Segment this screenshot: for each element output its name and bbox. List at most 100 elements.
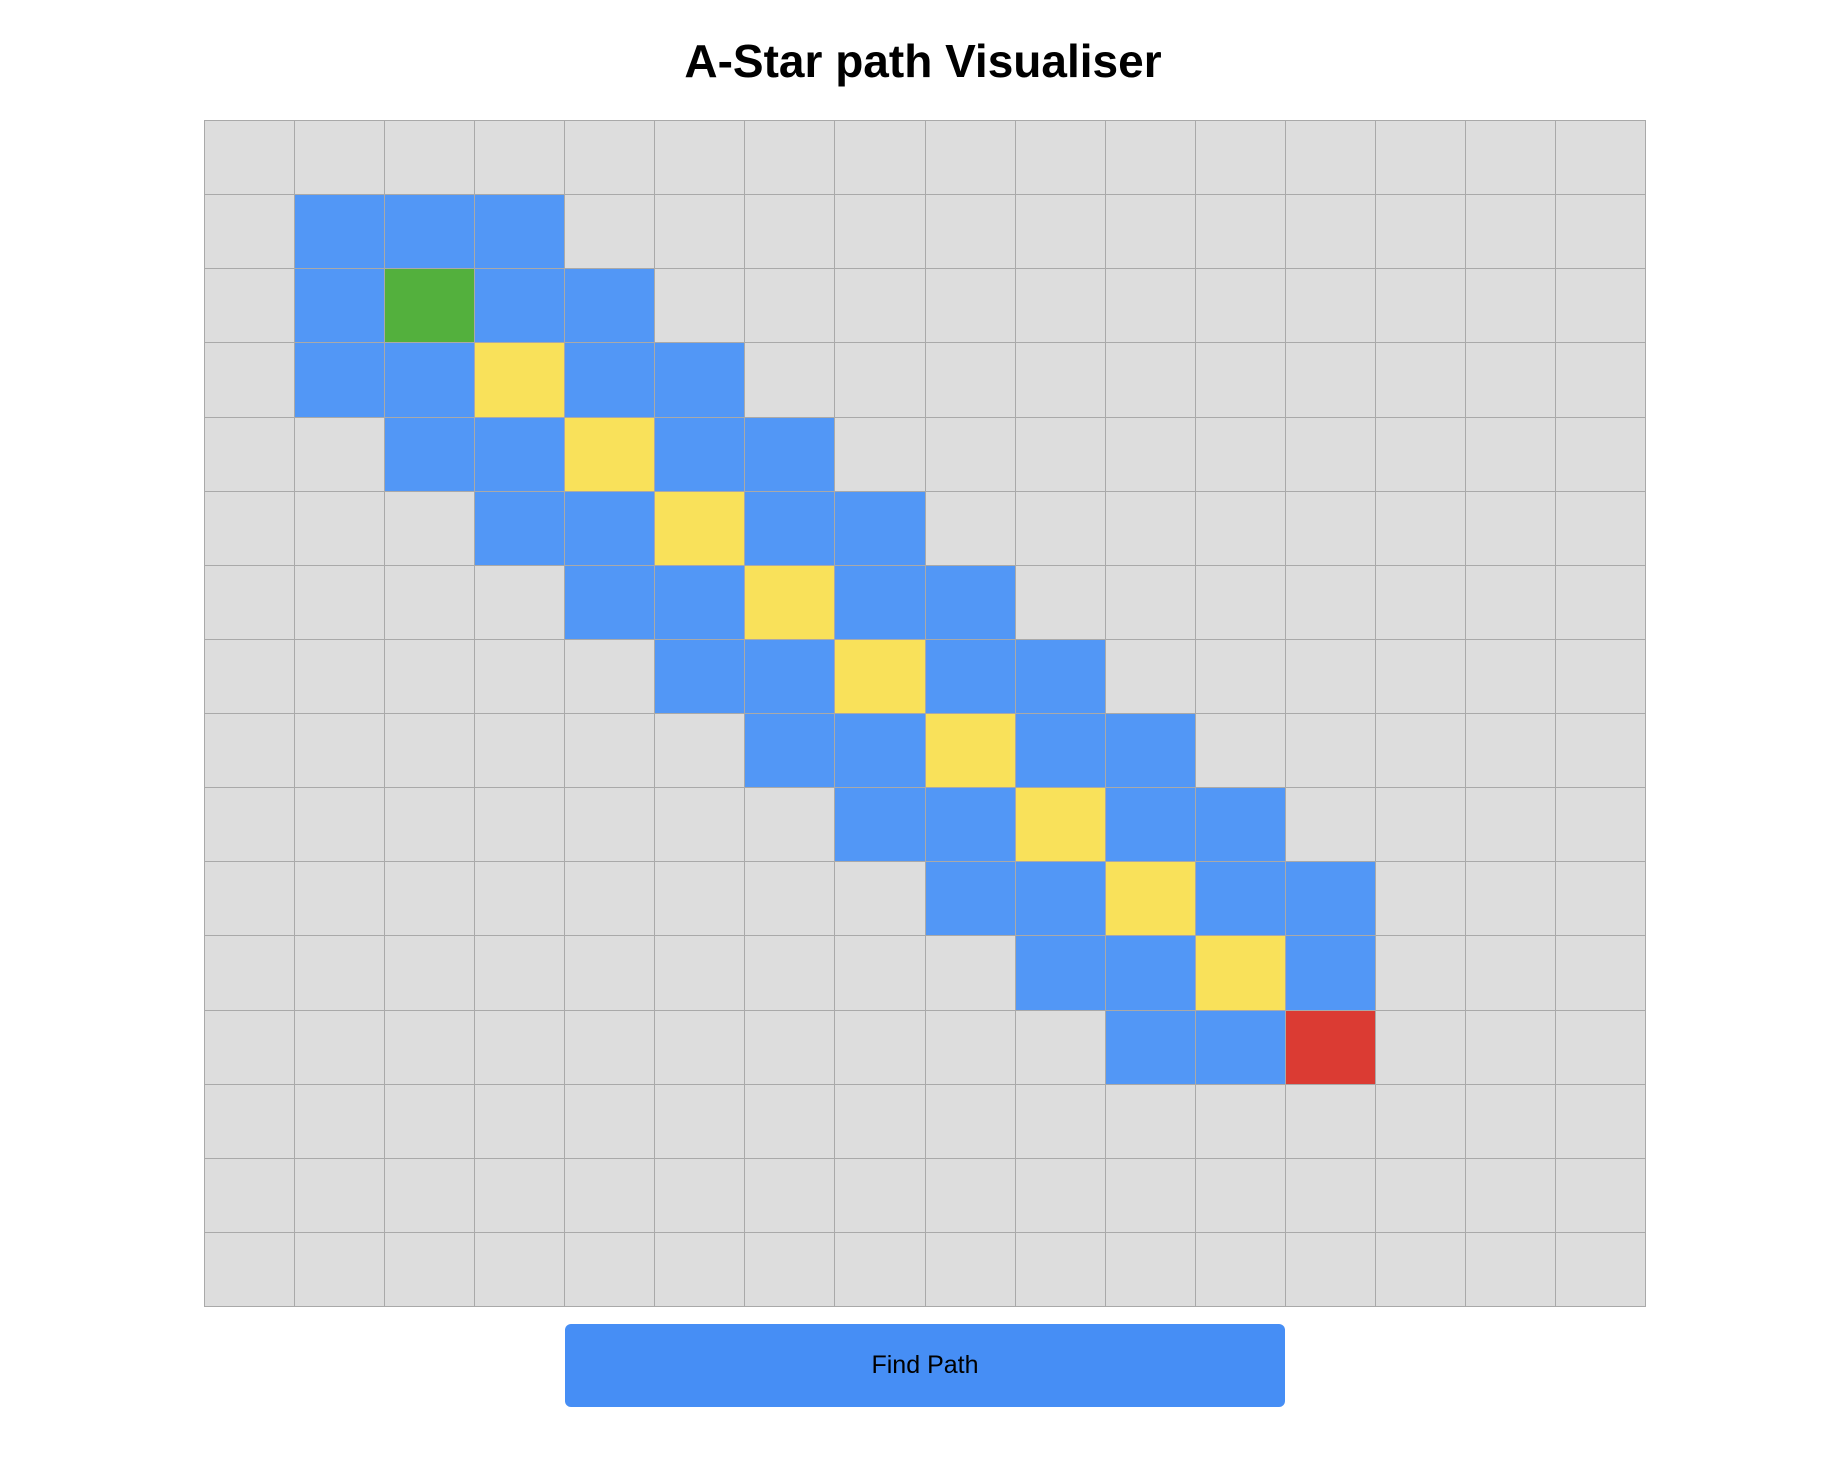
grid-cell[interactable] <box>295 1010 386 1085</box>
path-cell[interactable] <box>835 639 926 714</box>
grid-cell[interactable] <box>475 1084 566 1159</box>
grid-cell[interactable] <box>1555 121 1646 196</box>
grid-cell[interactable] <box>385 565 476 640</box>
grid-cell[interactable] <box>745 936 836 1011</box>
grid-cell[interactable] <box>1465 714 1556 789</box>
grid-cell[interactable] <box>205 491 296 566</box>
grid-cell[interactable] <box>205 1010 296 1085</box>
visited-cell[interactable] <box>565 343 656 418</box>
visited-cell[interactable] <box>655 343 746 418</box>
grid-cell[interactable] <box>1285 639 1376 714</box>
grid-cell[interactable] <box>655 1232 746 1307</box>
grid-cell[interactable] <box>1195 417 1286 492</box>
path-cell[interactable] <box>565 417 656 492</box>
grid-cell[interactable] <box>1375 121 1466 196</box>
find-path-button[interactable]: Find Path <box>565 1324 1285 1407</box>
grid-cell[interactable] <box>1555 1158 1646 1233</box>
grid-cell[interactable] <box>835 1158 926 1233</box>
grid-cell[interactable] <box>1555 1084 1646 1159</box>
grid-cell[interactable] <box>385 1084 476 1159</box>
grid-cell[interactable] <box>1555 1010 1646 1085</box>
grid-cell[interactable] <box>1195 1158 1286 1233</box>
grid-cell[interactable] <box>925 1084 1016 1159</box>
grid-cell[interactable] <box>1015 343 1106 418</box>
grid-cell[interactable] <box>1285 269 1376 344</box>
grid-cell[interactable] <box>1015 1010 1106 1085</box>
visited-cell[interactable] <box>835 788 926 863</box>
grid-cell[interactable] <box>1555 491 1646 566</box>
grid-cell[interactable] <box>835 862 926 937</box>
grid-cell[interactable] <box>205 862 296 937</box>
grid-cell[interactable] <box>1285 788 1376 863</box>
grid-cell[interactable] <box>1375 1158 1466 1233</box>
visited-cell[interactable] <box>925 862 1016 937</box>
grid-cell[interactable] <box>205 714 296 789</box>
visited-cell[interactable] <box>1285 862 1376 937</box>
grid-cell[interactable] <box>655 788 746 863</box>
visited-cell[interactable] <box>655 565 746 640</box>
grid-cell[interactable] <box>295 417 386 492</box>
grid-cell[interactable] <box>1375 1232 1466 1307</box>
grid-cell[interactable] <box>1375 788 1466 863</box>
visited-cell[interactable] <box>1015 862 1106 937</box>
grid-cell[interactable] <box>295 121 386 196</box>
grid-cell[interactable] <box>745 343 836 418</box>
grid-cell[interactable] <box>1465 788 1556 863</box>
grid-cell[interactable] <box>1015 269 1106 344</box>
grid-cell[interactable] <box>1105 121 1196 196</box>
grid-cell[interactable] <box>1555 714 1646 789</box>
grid-cell[interactable] <box>1375 491 1466 566</box>
grid-cell[interactable] <box>655 936 746 1011</box>
visited-cell[interactable] <box>295 343 386 418</box>
grid-cell[interactable] <box>835 343 926 418</box>
grid-cell[interactable] <box>1195 639 1286 714</box>
grid-cell[interactable] <box>1465 1232 1556 1307</box>
grid-cell[interactable] <box>1465 936 1556 1011</box>
grid-cell[interactable] <box>925 1158 1016 1233</box>
grid-cell[interactable] <box>565 639 656 714</box>
path-cell[interactable] <box>925 714 1016 789</box>
grid-cell[interactable] <box>1465 121 1556 196</box>
grid-cell[interactable] <box>295 565 386 640</box>
grid-cell[interactable] <box>565 195 656 270</box>
grid-cell[interactable] <box>1195 195 1286 270</box>
grid-cell[interactable] <box>1195 714 1286 789</box>
grid-cell[interactable] <box>1105 1084 1196 1159</box>
visited-cell[interactable] <box>385 417 476 492</box>
grid-cell[interactable] <box>565 714 656 789</box>
grid-cell[interactable] <box>655 1010 746 1085</box>
grid-cell[interactable] <box>295 788 386 863</box>
grid-cell[interactable] <box>1285 121 1376 196</box>
grid-cell[interactable] <box>1105 1158 1196 1233</box>
grid-cell[interactable] <box>1195 1232 1286 1307</box>
grid-cell[interactable] <box>295 862 386 937</box>
path-cell[interactable] <box>655 491 746 566</box>
grid-cell[interactable] <box>1105 269 1196 344</box>
grid-cell[interactable] <box>655 862 746 937</box>
grid-cell[interactable] <box>475 1158 566 1233</box>
grid-cell[interactable] <box>1465 1010 1556 1085</box>
visited-cell[interactable] <box>745 714 836 789</box>
grid-cell[interactable] <box>1105 1232 1196 1307</box>
grid-cell[interactable] <box>295 1158 386 1233</box>
grid-cell[interactable] <box>835 1084 926 1159</box>
grid-cell[interactable] <box>1285 417 1376 492</box>
grid-cell[interactable] <box>835 1232 926 1307</box>
path-cell[interactable] <box>1105 862 1196 937</box>
grid-cell[interactable] <box>475 1010 566 1085</box>
grid-cell[interactable] <box>1375 343 1466 418</box>
grid-cell[interactable] <box>385 1010 476 1085</box>
grid-cell[interactable] <box>475 788 566 863</box>
visited-cell[interactable] <box>1195 788 1286 863</box>
grid-cell[interactable] <box>1375 714 1466 789</box>
grid-cell[interactable] <box>1465 1084 1556 1159</box>
visited-cell[interactable] <box>745 417 836 492</box>
grid-cell[interactable] <box>205 121 296 196</box>
path-cell[interactable] <box>475 343 566 418</box>
grid-cell[interactable] <box>1015 1084 1106 1159</box>
visited-cell[interactable] <box>835 714 926 789</box>
grid-cell[interactable] <box>1555 639 1646 714</box>
visited-cell[interactable] <box>655 417 746 492</box>
grid-cell[interactable] <box>835 936 926 1011</box>
grid-cell[interactable] <box>1465 1158 1556 1233</box>
